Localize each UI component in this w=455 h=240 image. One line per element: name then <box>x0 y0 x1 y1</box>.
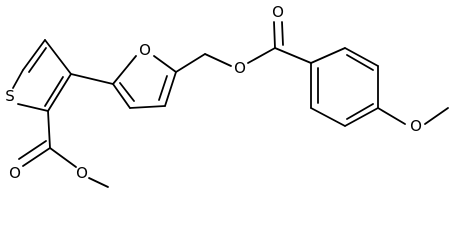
bond-furan-methylene <box>175 53 206 73</box>
chemical-structure-diagram: S O O O O O O <box>5 3 449 188</box>
bond-layer <box>12 21 449 188</box>
furan-oxygen-label: O <box>139 41 151 59</box>
bond-ester-carbon-methoxy-oxygen <box>49 147 77 168</box>
bond-methoxy-oxygen-methyl <box>88 177 109 188</box>
bond-thiophene-c4-c3 <box>44 39 72 75</box>
bond-furan-c2-c3-inner <box>119 82 135 102</box>
bond-thiophene-c3-c2-inner <box>44 76 64 107</box>
bond-carbonyl-carbon-oxygen-top <box>273 21 276 49</box>
bond-furan-c5-o <box>153 55 177 73</box>
bond-furan-c4-c5-inner <box>158 75 168 101</box>
bond-methoxy-oxygen-methyl-right <box>424 107 449 125</box>
bond-benzene-methoxy-oxygen <box>377 107 406 125</box>
bond-benzene-b-c <box>344 47 379 67</box>
bond-furan-c3-c4 <box>129 105 166 109</box>
bond-benzene-d-e-inner <box>346 103 374 120</box>
bond-thiophene-c5-c4 <box>22 39 46 71</box>
methoxy-oxygen-label: O <box>410 117 422 135</box>
bond-furan-c4-c5 <box>164 71 177 107</box>
bond-furan-o-c2 <box>112 55 137 85</box>
ester-carbonyl-oxygen-top-label: O <box>272 3 284 21</box>
thiophene-sulfur-label: S <box>5 87 15 105</box>
bond-thiophene-c3-c2 <box>47 73 72 112</box>
bond-benzene-d-e <box>344 107 379 127</box>
bond-thiophene-furan <box>70 73 114 85</box>
bond-thiophene-s-c5 <box>12 69 24 89</box>
ester-carbonyl-oxygen-left-label: O <box>9 164 21 182</box>
atom-label-layer: S O O O O O O <box>5 3 422 182</box>
bond-ester-carbon-carbonyl-oxygen <box>22 147 51 167</box>
bond-thiophene-c5-c4-inner <box>28 47 47 73</box>
bond-thiophene-c2-s <box>17 103 49 112</box>
bond-furan-c2-c3 <box>112 83 131 109</box>
ester-link-oxygen-label: O <box>234 59 246 77</box>
bond-carbonyl-benzene <box>274 47 312 64</box>
bond-ester-carbon-carbonyl-oxygen-inner <box>18 140 47 160</box>
bond-carbonyl-carbon-oxygen-top-inner <box>281 21 284 46</box>
bond-ester-oxygen-carbonyl-carbon <box>247 47 276 64</box>
bond-benzene-a-b <box>310 47 346 64</box>
bond-thiophene-ester-carbon <box>47 110 51 149</box>
bond-benzene-e-f <box>310 107 346 127</box>
ester-methoxy-oxygen-left-label: O <box>76 164 88 182</box>
bond-methylene-ester-oxygen <box>204 53 232 67</box>
bond-benzene-b-c-inner <box>346 54 374 71</box>
